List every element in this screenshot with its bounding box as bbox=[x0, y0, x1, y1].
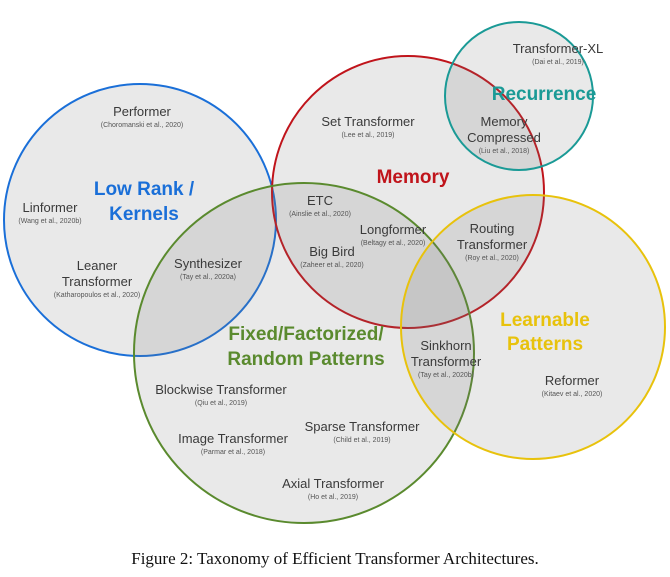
model-name: Blockwise Transformer bbox=[155, 382, 287, 397]
fixed-patterns-circle bbox=[133, 182, 475, 524]
memory-circle bbox=[271, 55, 545, 329]
learnable-patterns-circle bbox=[400, 194, 666, 460]
model-name: Set Transformer bbox=[321, 114, 415, 129]
model-citation: (Tay et al., 2020a) bbox=[180, 274, 236, 281]
model-name: Linformer bbox=[23, 200, 79, 215]
model-citation: (Parmar et al., 2018) bbox=[201, 449, 265, 456]
model-citation: (Child et al., 2019) bbox=[333, 437, 390, 444]
group-label-recurrence: Recurrence bbox=[492, 84, 597, 105]
model-name: ETC bbox=[307, 193, 333, 208]
model-name: Transformer bbox=[457, 237, 528, 252]
model-name: Synthesizer bbox=[174, 256, 243, 271]
model-label: Performer (Choromanski et al., 2020) bbox=[101, 104, 183, 129]
model-name: Memory bbox=[481, 114, 528, 129]
model-label: Axial Transformer (Ho et al., 2019) bbox=[282, 476, 385, 501]
model-name: Big Bird bbox=[309, 244, 355, 259]
model-name: Transformer-XL bbox=[513, 41, 604, 56]
model-citation: (Beltagy et al., 2020) bbox=[361, 240, 426, 247]
group-label-memory: Memory bbox=[377, 167, 450, 188]
model-label: Big Bird (Zaheer et al., 2020) bbox=[300, 244, 363, 269]
model-name: Image Transformer bbox=[178, 431, 288, 446]
model-label: Set Transformer (Lee et al., 2019) bbox=[321, 114, 415, 139]
model-citation: (Tay et al., 2020b) bbox=[418, 372, 474, 379]
model-label: Transformer-XL (Dai et al., 2019) bbox=[513, 41, 604, 66]
model-citation: (Dai et al., 2019) bbox=[532, 59, 584, 66]
figure-caption: Figure 2: Taxonomy of Efficient Transfor… bbox=[131, 549, 539, 568]
model-citation: (Ainslie et al., 2020) bbox=[289, 211, 351, 218]
group-label-low-rank: Low Rank /Kernels bbox=[94, 179, 195, 225]
low-rank-circle bbox=[3, 83, 277, 357]
model-citation: (Lee et al., 2019) bbox=[342, 132, 395, 139]
model-label: ETC (Ainslie et al., 2020) bbox=[289, 193, 351, 218]
model-name: Transformer bbox=[62, 274, 133, 289]
model-label: Sparse Transformer (Child et al., 2019) bbox=[305, 419, 421, 444]
model-citation: (Liu et al., 2018) bbox=[479, 148, 530, 155]
model-name: Transformer bbox=[411, 354, 482, 369]
model-label: Synthesizer (Tay et al., 2020a) bbox=[174, 256, 243, 281]
model-citation: (Qiu et al., 2019) bbox=[195, 400, 247, 407]
model-label: Blockwise Transformer (Qiu et al., 2019) bbox=[155, 382, 287, 407]
model-label: Image Transformer (Parmar et al., 2018) bbox=[178, 431, 288, 456]
model-citation: (Ho et al., 2019) bbox=[308, 494, 358, 501]
model-name: Sparse Transformer bbox=[305, 419, 421, 434]
model-citation: (Roy et al., 2020) bbox=[465, 255, 519, 262]
model-name: Leaner bbox=[77, 258, 118, 273]
model-name: Routing bbox=[470, 221, 515, 236]
model-label: Longformer (Beltagy et al., 2020) bbox=[360, 222, 427, 247]
model-citation: (Choromanski et al., 2020) bbox=[101, 122, 183, 129]
model-citation: (Katharopoulos et al., 2020) bbox=[54, 292, 140, 299]
model-citation: (Zaheer et al., 2020) bbox=[300, 262, 363, 269]
model-name: Sinkhorn bbox=[420, 338, 471, 353]
model-name: Compressed bbox=[467, 130, 541, 145]
model-label: Linformer (Wang et al., 2020b) bbox=[18, 200, 81, 225]
model-name: Axial Transformer bbox=[282, 476, 385, 491]
model-citation: (Kitaev et al., 2020) bbox=[542, 391, 603, 398]
model-name: Longformer bbox=[360, 222, 427, 237]
model-label: Reformer (Kitaev et al., 2020) bbox=[542, 373, 603, 398]
group-label-fixed: Fixed/Factorized/Random Patterns bbox=[227, 324, 384, 370]
model-name: Performer bbox=[113, 104, 171, 119]
recurrence-circle bbox=[444, 21, 594, 171]
model-citation: (Wang et al., 2020b) bbox=[18, 218, 81, 225]
model-name: Reformer bbox=[545, 373, 600, 388]
taxonomy-venn-diagram: Low Rank /Kernels Recurrence Memory Fixe… bbox=[3, 21, 666, 524]
